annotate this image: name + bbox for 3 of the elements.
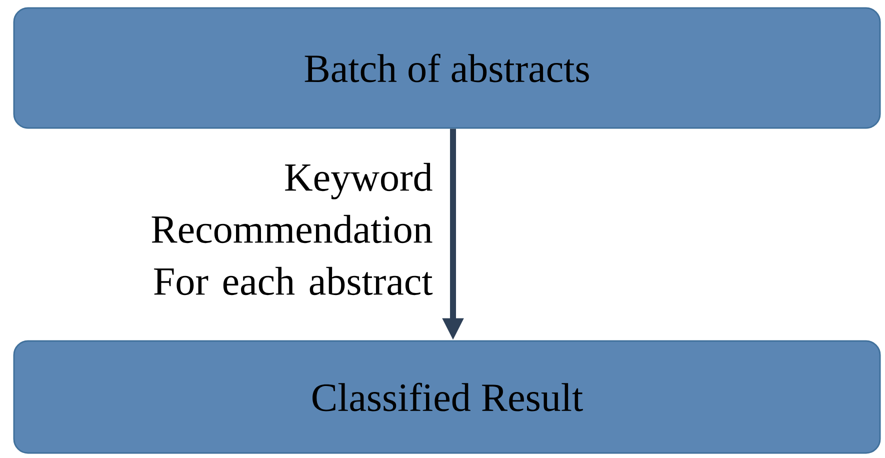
process-box: Classified Result xyxy=(13,340,881,454)
edge-label: Keyword Recommendation For each abstract xyxy=(152,162,433,296)
process-box: Batch of abstracts xyxy=(13,7,881,129)
